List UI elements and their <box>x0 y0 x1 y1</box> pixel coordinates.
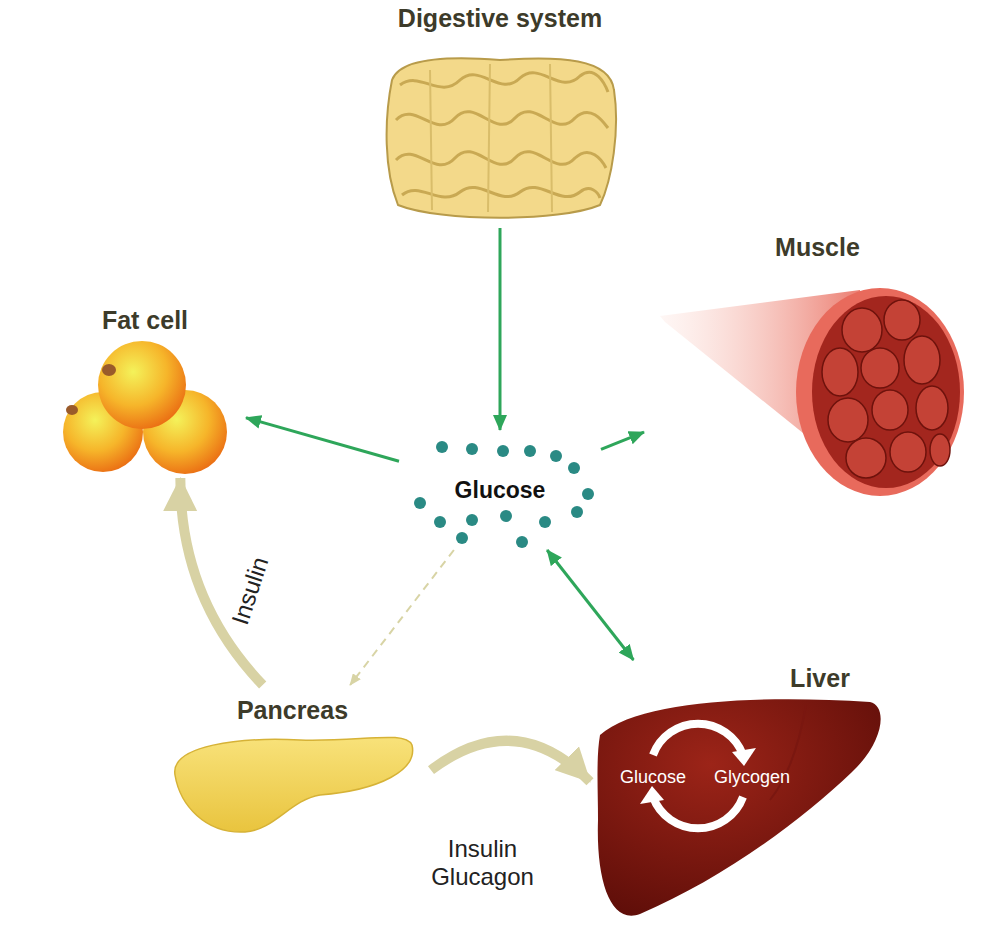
node-title: Glucose <box>402 477 598 504</box>
intestine-illustration <box>387 58 616 217</box>
fat-cell-node: Fat cell <box>44 300 246 478</box>
node-title: Pancreas <box>157 696 428 725</box>
liver-node: LiverGlucoseGlycogen <box>590 660 885 925</box>
flow-arrow <box>547 550 633 660</box>
hormone-label: Insulin <box>223 544 277 638</box>
flow-arrow <box>246 418 399 462</box>
fat-cell-illustration <box>63 341 227 474</box>
node-title: Fat cell <box>47 306 243 335</box>
muscle-node: Muscle <box>644 225 991 500</box>
organ-inner-label: Glycogen <box>694 767 810 788</box>
node-title: Liver <box>777 664 863 693</box>
digestive-system-node: Digestive system <box>364 0 636 228</box>
glucose-pool-node: Glucose <box>399 430 601 550</box>
pancreas-node: Pancreas <box>154 685 431 835</box>
muscle-illustration <box>660 288 964 496</box>
hormone-label: Insulin Glucagon <box>420 835 545 890</box>
organ-inner-label: Glucose <box>600 767 706 788</box>
node-title: Digestive system <box>367 4 633 33</box>
pancreas-illustration <box>175 737 413 832</box>
flow-arrow <box>601 432 644 449</box>
liver-illustration <box>598 699 881 915</box>
hormone-arrow <box>431 741 590 782</box>
flow-arrow <box>499 228 502 430</box>
node-title: Muscle <box>647 233 988 262</box>
flow-arrow <box>350 550 454 685</box>
